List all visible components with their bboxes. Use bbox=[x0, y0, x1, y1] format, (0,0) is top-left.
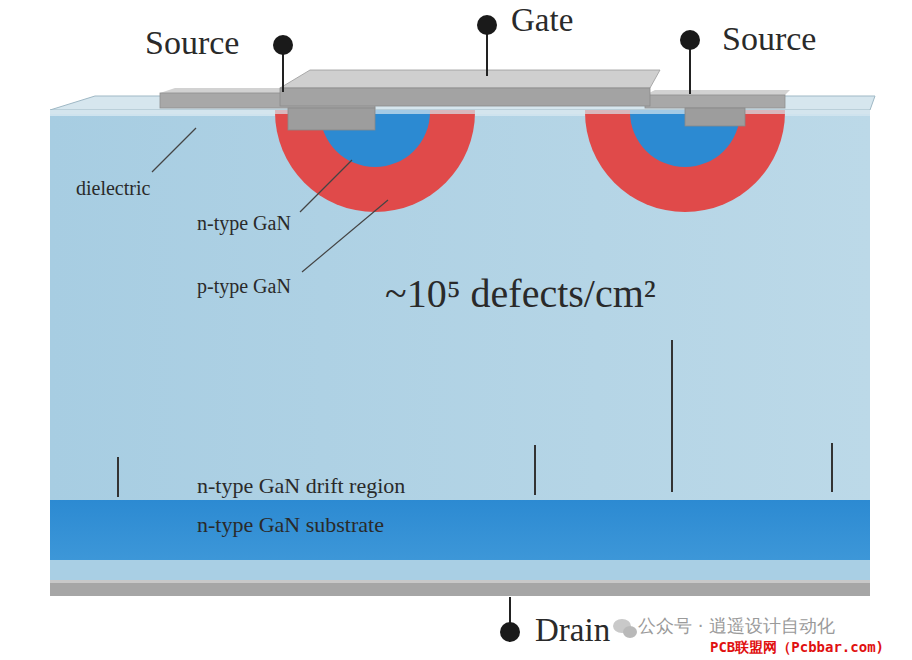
dielectric-film bbox=[50, 110, 870, 114]
drain-metal-edge bbox=[50, 580, 870, 583]
source-contact bbox=[685, 108, 745, 126]
substrate-lower bbox=[50, 560, 870, 580]
gate-electrode bbox=[280, 88, 650, 106]
terminal-label: Source bbox=[145, 24, 239, 61]
terminal-label: Drain bbox=[535, 612, 610, 648]
substrate-band bbox=[50, 500, 870, 560]
drift-region-node: ~10⁵ defects/cm² n-type GaN drift region bbox=[50, 110, 870, 500]
watermark: PCB联盟网（Pcbbar.com) bbox=[710, 640, 884, 655]
terminal-leads bbox=[283, 25, 690, 632]
terminal-label: Source bbox=[722, 20, 816, 57]
drain-metal bbox=[50, 580, 870, 596]
gate-electrode-top bbox=[280, 70, 660, 88]
substrate-node: n-type GaN substrate bbox=[50, 500, 870, 560]
part-label: p-type GaN bbox=[197, 275, 291, 297]
watermark: 公众号 · 逍遥设计自动化 bbox=[638, 616, 835, 636]
region-label: n-type GaN drift region bbox=[197, 474, 405, 498]
terminal-dots bbox=[273, 15, 700, 642]
source-electrode bbox=[645, 95, 785, 108]
defect-density: ~10⁵ defects/cm² bbox=[385, 272, 656, 316]
part-label: dielectric bbox=[76, 177, 150, 199]
terminal-label: Gate bbox=[511, 2, 573, 38]
p-well bbox=[275, 110, 475, 212]
source-contact bbox=[288, 108, 375, 130]
source-electrode-top bbox=[645, 90, 790, 95]
p-well bbox=[585, 110, 785, 212]
region-label: n-type GaN substrate bbox=[197, 513, 384, 537]
part-label: n-type GaN bbox=[197, 212, 291, 234]
watermark-icon bbox=[613, 619, 637, 638]
leader-lines bbox=[152, 128, 388, 272]
